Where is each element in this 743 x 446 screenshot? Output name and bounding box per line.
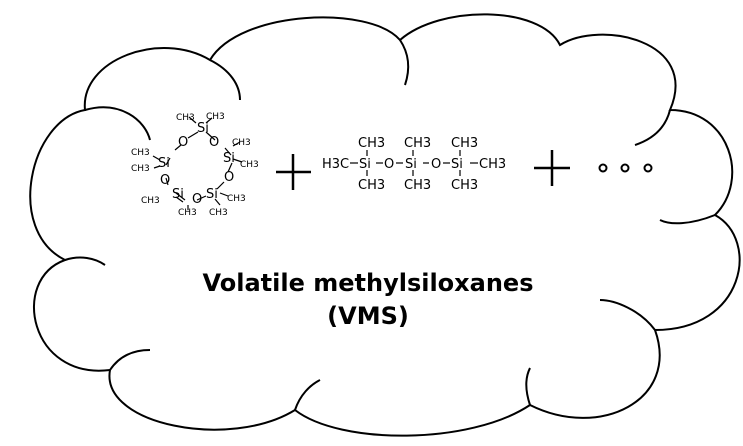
linear-oxygen: O xyxy=(384,157,394,172)
plus-sign xyxy=(534,150,570,186)
methyl-label: CH3 xyxy=(451,178,478,193)
cyclic-siloxane-labels: Si O O Si O Si O Si O Si CH3 CH3 CH3 CH3… xyxy=(131,112,259,218)
linear-si: Si xyxy=(359,157,371,172)
methyl-label: CH3 xyxy=(131,164,150,174)
ring-oxygen: O xyxy=(178,135,188,150)
ring-oxygen: O xyxy=(192,192,202,207)
ring-oxygen: O xyxy=(160,173,170,188)
title-line-2: (VMS) xyxy=(327,302,409,330)
methyl-label: CH3 xyxy=(206,112,225,122)
cloud-contour xyxy=(599,299,656,331)
ellipsis xyxy=(598,163,653,173)
cloud-contour xyxy=(525,367,531,406)
cloud-outline xyxy=(29,13,741,437)
linear-siloxane xyxy=(350,150,478,176)
ring-si-top: Si xyxy=(197,121,209,136)
methyl-label: CH3 xyxy=(232,138,251,148)
methyl-label: CH3 xyxy=(404,136,431,151)
terminal-methyl-left: H3C xyxy=(322,157,349,172)
methyl-label: CH3 xyxy=(131,148,150,158)
terminal-methyl-right: CH3 xyxy=(479,157,506,172)
cloud-contour xyxy=(209,59,241,101)
cloud-contour xyxy=(294,379,321,411)
methyl-label: CH3 xyxy=(358,136,385,151)
cloud-contour xyxy=(84,106,151,141)
methyl-label: CH3 xyxy=(227,194,246,204)
methyl-label: CH3 xyxy=(176,113,195,123)
ring-si-left: Si xyxy=(158,156,170,171)
linear-oxygen: O xyxy=(431,157,441,172)
methyl-label: CH3 xyxy=(209,208,228,218)
methyl-label: CH3 xyxy=(178,208,197,218)
cloud-contour xyxy=(64,256,106,266)
ring-oxygen: O xyxy=(224,170,234,185)
linear-si: Si xyxy=(451,157,463,172)
title-line-1: Volatile methylsiloxanes xyxy=(203,269,534,297)
linear-si: Si xyxy=(405,157,417,172)
cloud-contour xyxy=(634,109,671,146)
methyl-label: CH3 xyxy=(451,136,478,151)
ring-si-right: Si xyxy=(223,151,235,166)
methyl-label: CH3 xyxy=(240,160,259,170)
cyclic-siloxane xyxy=(152,116,243,210)
methyl-label: CH3 xyxy=(358,178,385,193)
cloud-contour xyxy=(399,39,410,86)
plus-sign xyxy=(276,154,311,190)
ring-si-lower-right: Si xyxy=(206,187,218,202)
methyl-label: CH3 xyxy=(141,196,160,206)
cloud-contour xyxy=(659,214,716,225)
methyl-label: CH3 xyxy=(404,178,431,193)
ring-oxygen: O xyxy=(209,135,219,150)
cloud-contour xyxy=(109,349,151,371)
linear-siloxane-labels: H3C Si O Si O Si CH3 CH3 CH3 CH3 CH3 CH3… xyxy=(322,136,506,193)
ring-si-bottom-left: Si xyxy=(172,187,184,202)
